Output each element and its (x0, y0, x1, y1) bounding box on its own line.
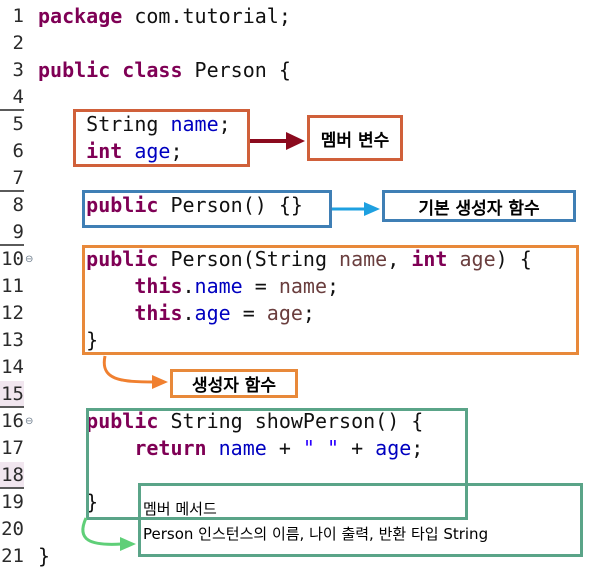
member-variables-label: 멤버 변수 (307, 115, 403, 161)
line-number: 16 (1, 410, 24, 432)
code-line: this.name = name; (134, 274, 340, 298)
fields-arrow (250, 132, 305, 150)
line-number: 9 (0, 219, 24, 246)
line-number: 6 (12, 140, 24, 162)
fields-highlight-box (73, 109, 250, 167)
code-line: package com.tutorial; (38, 4, 291, 28)
code-line: public Person(String name, int age) { (86, 247, 532, 271)
line-number: 14 (1, 356, 24, 378)
constructor-label: 생성자 함수 (170, 369, 298, 398)
line-number: 2 (12, 32, 24, 54)
line-number: 12 (1, 302, 24, 324)
line-number: 3 (12, 59, 24, 81)
method-label-box (138, 483, 583, 557)
code-line: public String showPerson() { (86, 409, 424, 433)
constructor-text: 생성자 함수 (191, 376, 277, 396)
line-number: 10 (1, 248, 24, 270)
line-number: 20 (1, 518, 24, 540)
code-line: } (38, 544, 51, 568)
line-number: 11 (1, 275, 24, 297)
default-constructor-arrow (332, 202, 380, 216)
member-variables-text: 멤버 변수 (320, 130, 390, 151)
line-number: 8 (12, 194, 24, 216)
line-number: 17 (1, 437, 24, 459)
code-line: String name; (38, 112, 231, 136)
constructor-highlight-box (82, 245, 579, 355)
code-line: } (38, 328, 99, 352)
fold-toggle-icon[interactable]: ⊖ (25, 254, 34, 265)
fold-toggle-icon[interactable]: ⊖ (25, 416, 34, 427)
line-number: 13 (1, 329, 24, 351)
code-line: public class Person { (38, 58, 291, 82)
line-number: 19 (1, 491, 24, 513)
line-number: 5 (12, 113, 24, 135)
default-constructor-label: 기본 생성자 함수 (382, 190, 576, 222)
method-arrow (81, 517, 136, 551)
code-line: this.age = age; (134, 301, 315, 325)
line-number: 7 (0, 165, 24, 192)
method-title-text: 멤버 메서드 (143, 500, 217, 518)
line-number: 4 (0, 84, 24, 111)
method-description-text: Person 인스턴스의 이름, 나이 출력, 반환 타입 String (143, 525, 489, 543)
constructor-arrow (102, 355, 168, 389)
line-number: 15 (0, 381, 24, 408)
line-number-gutter: 1 2 3 4 5 6 7 8 9 10 11 12 13 14 15 16 1… (0, 0, 34, 577)
code-line: public Person() {} (86, 193, 303, 217)
method-highlight-box (86, 408, 468, 520)
default-constructor-text: 기본 생성자 함수 (418, 198, 540, 219)
line-number: 21 (1, 545, 24, 567)
line-number: 18 (0, 462, 24, 489)
default-constructor-highlight-box (82, 190, 332, 228)
code-line: int age; (86, 139, 183, 163)
code-line: return name + " " + age; (134, 436, 424, 460)
line-number: 1 (12, 5, 24, 27)
code-line: } (38, 490, 99, 514)
